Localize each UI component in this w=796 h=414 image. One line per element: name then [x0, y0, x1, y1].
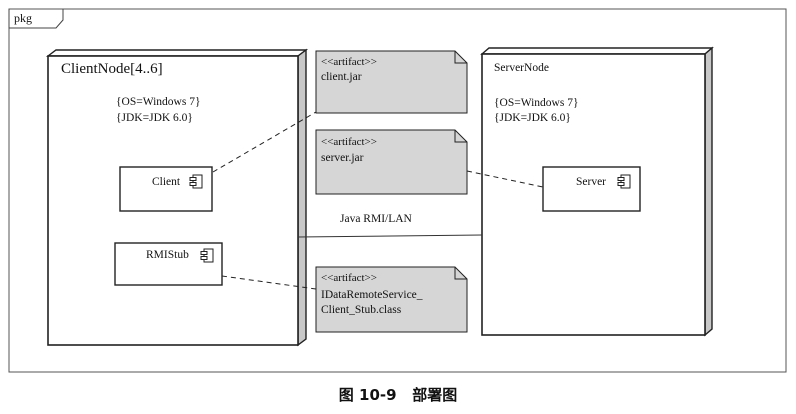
component-icon [617, 174, 631, 189]
client-component-label: Client [152, 176, 181, 188]
artifact-stereotype: <<artifact>> [321, 272, 377, 284]
figure-caption: 图 10-9 部署图 [338, 386, 458, 404]
artifact-server-jar[interactable]: <<artifact>> server.jar [315, 129, 468, 195]
artifact-name: server.jar [321, 152, 364, 164]
rmistub-component-label: RMIStub [146, 249, 189, 261]
manifest-server-jar-link [466, 170, 544, 188]
package-frame-tab [8, 9, 64, 29]
client-node-os: {OS=Windows 7} [116, 96, 200, 108]
client-node-jdk: {JDK=JDK 6.0} [116, 112, 193, 124]
communication-path-label: Java RMI/LAN [340, 213, 413, 225]
rmistub-component[interactable]: RMIStub [114, 242, 223, 286]
client-node-title: ClientNode[4..6] [61, 61, 163, 77]
server-component-label: Server [576, 176, 606, 188]
artifact-stereotype: <<artifact>> [321, 136, 377, 148]
artifact-client-jar[interactable]: <<artifact>> client.jar [315, 50, 468, 114]
package-frame-label: pkg [14, 11, 32, 25]
artifact-name-line-2: Client_Stub.class [321, 304, 402, 316]
manifest-stub-class-link [221, 275, 317, 290]
artifact-name: client.jar [321, 71, 362, 83]
manifest-client-jar-link [212, 111, 317, 173]
server-node-jdk: {JDK=JDK 6.0} [494, 112, 571, 124]
artifact-stereotype: <<artifact>> [321, 56, 377, 68]
artifact-stub-class[interactable]: <<artifact>> IDataRemoteService_ Client_… [315, 266, 468, 333]
server-node-os: {OS=Windows 7} [494, 97, 578, 109]
server-component[interactable]: Server [542, 166, 641, 212]
component-icon [189, 174, 203, 189]
client-component[interactable]: Client [119, 166, 213, 212]
server-node-title: ServerNode [494, 62, 549, 74]
communication-path [297, 234, 483, 238]
component-icon [200, 248, 214, 263]
artifact-name-line-1: IDataRemoteService_ [321, 289, 423, 301]
